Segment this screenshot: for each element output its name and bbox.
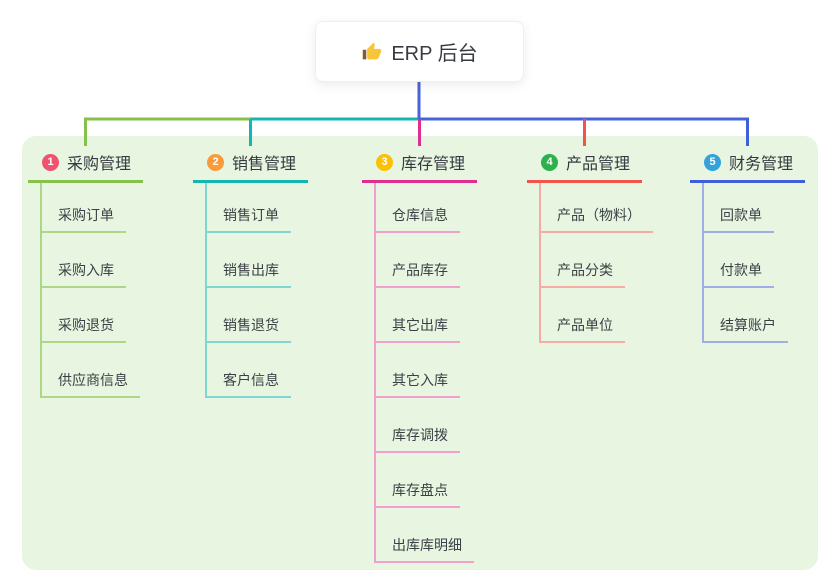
branch-label: 财务管理 <box>729 156 794 173</box>
priority-badge-icon: 5 <box>704 153 721 171</box>
thumbs-up-icon <box>363 42 382 60</box>
branch-column-1: 1 采购管理 采购订单采购入库采购退货供应商信息 <box>28 146 188 398</box>
branch-node[interactable]: 5 财务管理 <box>690 146 806 183</box>
branch-column-2: 2 销售管理 销售订单销售出库销售退货客户信息 <box>193 146 353 398</box>
child-node[interactable]: 仓库信息 <box>376 183 460 233</box>
branch-node[interactable]: 2 销售管理 <box>193 146 309 183</box>
branch-column-3: 3 库存管理 仓库信息产品库存其它出库其它入库库存调拨库存盘点出库库明细 <box>362 146 522 563</box>
branch-children: 回款单付款单结算账户 <box>702 183 788 343</box>
child-node[interactable]: 客户信息 <box>207 343 291 398</box>
child-node[interactable]: 产品分类 <box>541 233 625 288</box>
branch-label: 采购管理 <box>67 156 132 173</box>
branch-node[interactable]: 3 库存管理 <box>362 146 478 183</box>
child-node[interactable]: 采购入库 <box>42 233 126 288</box>
child-node[interactable]: 付款单 <box>704 233 774 288</box>
child-node[interactable]: 出库库明细 <box>376 508 474 563</box>
root-node-erp[interactable]: ERP 后台 <box>315 21 524 82</box>
branch-children: 产品（物料）产品分类产品单位 <box>539 183 653 343</box>
branch-column-4: 4 产品管理 产品（物料）产品分类产品单位 <box>527 146 687 343</box>
priority-badge-icon: 4 <box>541 153 558 171</box>
branch-node[interactable]: 4 产品管理 <box>527 146 643 183</box>
child-node[interactable]: 供应商信息 <box>42 343 140 398</box>
child-node[interactable]: 库存盘点 <box>376 453 460 508</box>
child-node[interactable]: 其它入库 <box>376 343 460 398</box>
priority-badge-icon: 2 <box>207 153 224 171</box>
child-node[interactable]: 产品单位 <box>541 288 625 343</box>
branch-label: 销售管理 <box>232 156 297 173</box>
child-node[interactable]: 采购订单 <box>42 183 126 233</box>
branch-node[interactable]: 1 采购管理 <box>28 146 144 183</box>
child-node[interactable]: 结算账户 <box>704 288 788 343</box>
child-node[interactable]: 采购退货 <box>42 288 126 343</box>
child-node[interactable]: 回款单 <box>704 183 774 233</box>
priority-badge-icon: 1 <box>42 153 59 171</box>
root-title: ERP 后台 <box>391 43 478 65</box>
child-node[interactable]: 产品库存 <box>376 233 460 288</box>
child-node[interactable]: 销售出库 <box>207 233 291 288</box>
child-node[interactable]: 销售订单 <box>207 183 291 233</box>
branch-children: 销售订单销售出库销售退货客户信息 <box>205 183 291 398</box>
priority-badge-icon: 3 <box>376 153 393 171</box>
child-node[interactable]: 销售退货 <box>207 288 291 343</box>
branch-children: 仓库信息产品库存其它出库其它入库库存调拨库存盘点出库库明细 <box>374 183 474 563</box>
branch-label: 产品管理 <box>566 156 631 173</box>
child-node[interactable]: 其它出库 <box>376 288 460 343</box>
child-node[interactable]: 产品（物料） <box>541 183 653 233</box>
child-node[interactable]: 库存调拨 <box>376 398 460 453</box>
branches-background-panel <box>22 136 818 570</box>
branch-column-5: 5 财务管理 回款单付款单结算账户 <box>690 146 839 343</box>
branch-children: 采购订单采购入库采购退货供应商信息 <box>40 183 140 398</box>
branch-label: 库存管理 <box>401 156 466 173</box>
